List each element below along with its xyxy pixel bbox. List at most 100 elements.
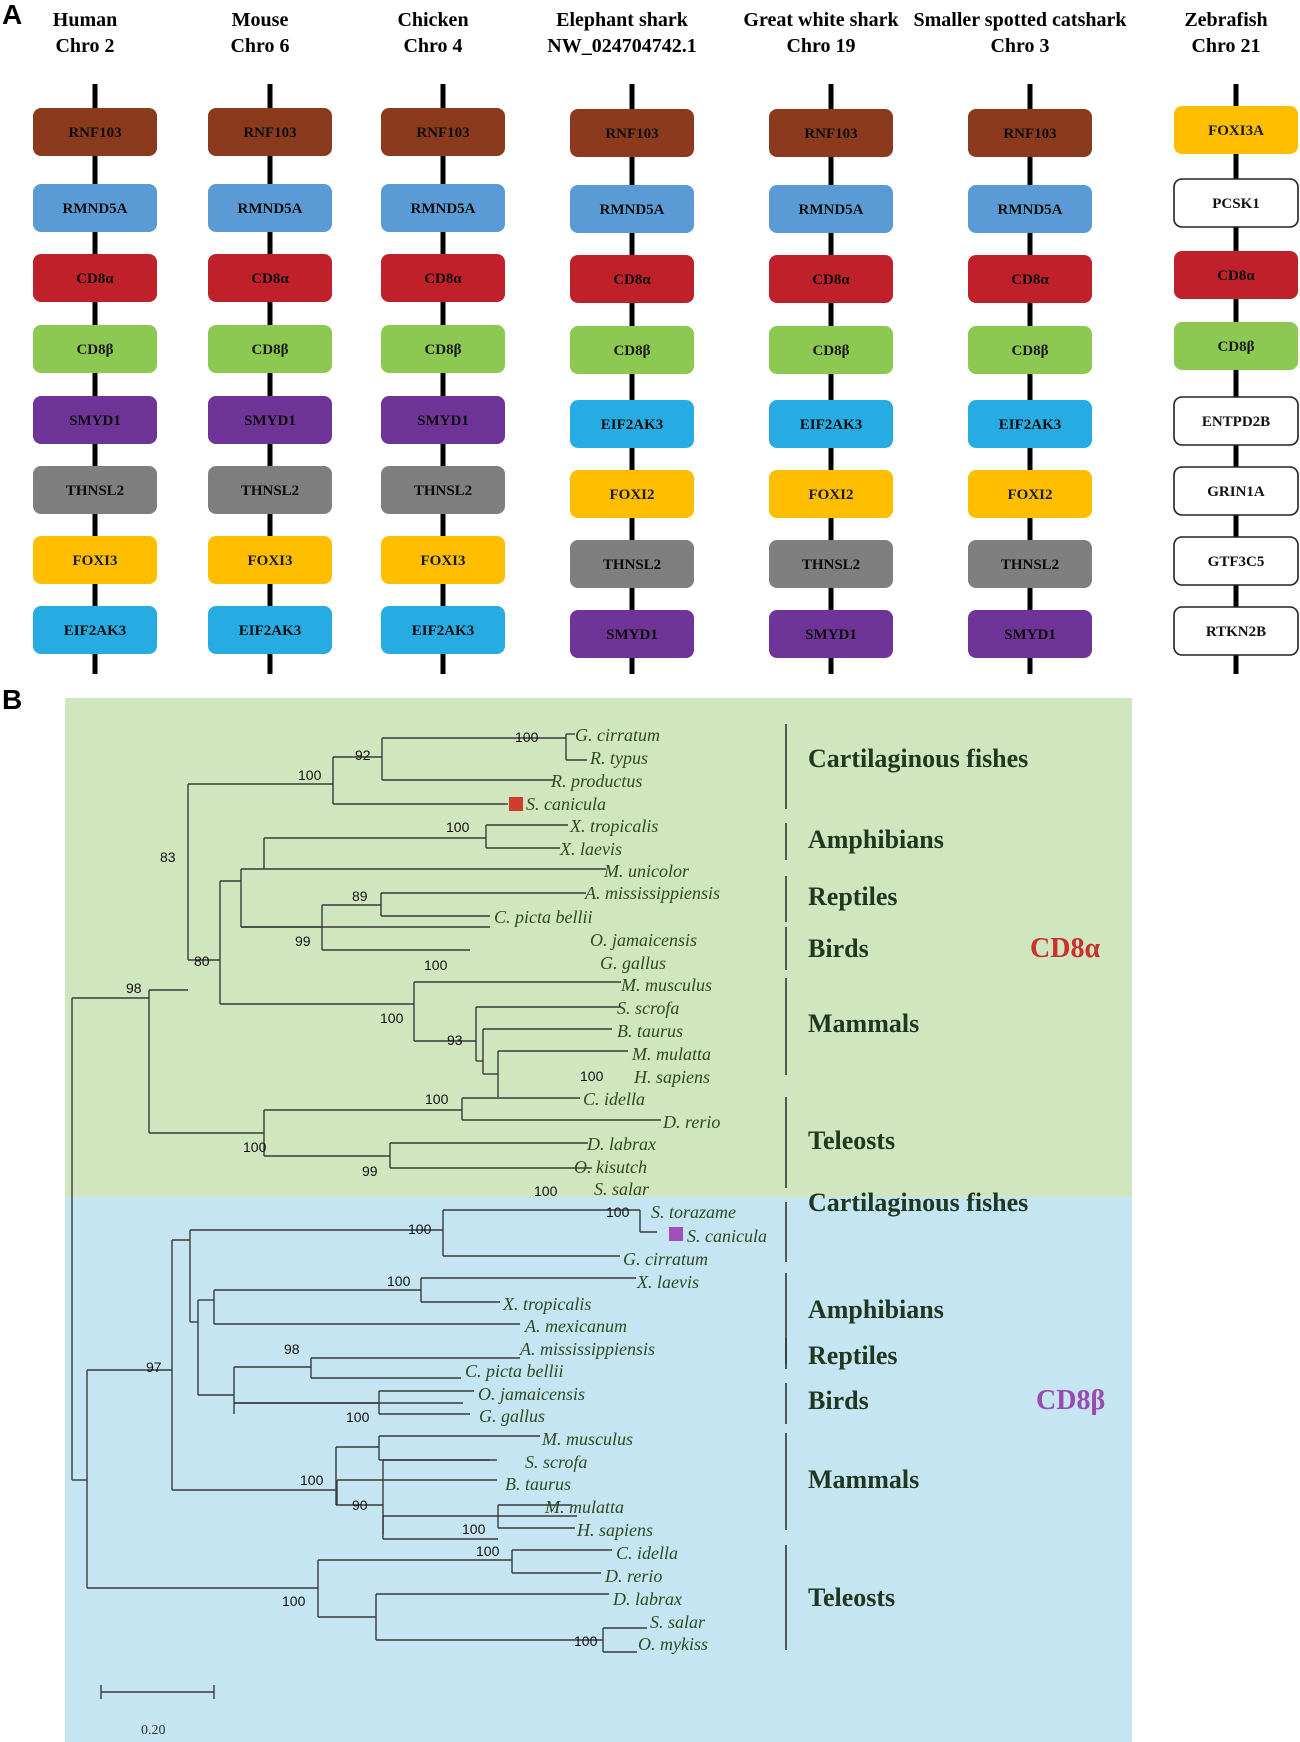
- gene-box: [33, 536, 157, 584]
- gene-label: CD8β: [812, 343, 849, 359]
- chromosome-name: Chro 2: [55, 35, 114, 57]
- gene-label: RTKN2B: [1206, 624, 1266, 640]
- leaf-label: D. labrax: [612, 1589, 682, 1609]
- gene-box: [208, 606, 332, 654]
- clade-label: Amphibians: [808, 825, 944, 854]
- gene-box: [1173, 466, 1299, 516]
- gene-label: RMND5A: [238, 201, 303, 217]
- gene-label: FOXI2: [1008, 487, 1053, 503]
- leaf-label: S. canicula: [687, 1226, 767, 1246]
- gene-box: [208, 108, 332, 156]
- species-name: Elephant shark: [556, 9, 689, 31]
- gene-box: [769, 540, 893, 588]
- bootstrap-value: 100: [476, 1543, 500, 1559]
- gene-box: [208, 466, 332, 514]
- gene-label: THNSL2: [241, 483, 299, 499]
- gene-box: [33, 108, 157, 156]
- leaf-label: O. jamaicensis: [590, 930, 697, 950]
- gene-label: RMND5A: [63, 201, 128, 217]
- gene-box: [570, 185, 694, 233]
- gene-label: CD8β: [1217, 339, 1254, 355]
- species-name: Zebrafish: [1184, 9, 1267, 31]
- gene-label: ENTPD2B: [1202, 414, 1270, 430]
- gene-box: [33, 254, 157, 302]
- gene-label: CD8α: [424, 271, 462, 287]
- clade-labels: Cartilaginous fishesAmphibiansReptilesBi…: [785, 724, 1028, 1650]
- bootstrap-value: 98: [284, 1341, 300, 1357]
- gene-box: [769, 470, 893, 518]
- species-name: Great white shark: [743, 9, 899, 31]
- leaf-label: A. mississippiensis: [584, 883, 720, 903]
- clade-label: Mammals: [808, 1009, 919, 1038]
- gene-label: FOXI2: [809, 487, 854, 503]
- gene-label: RMND5A: [600, 202, 665, 218]
- bootstrap-value: 99: [362, 1163, 378, 1179]
- gene-box: [968, 109, 1092, 157]
- gene-box: [208, 325, 332, 373]
- leaf-label: X. laevis: [636, 1272, 699, 1292]
- gene-label: CD8α: [812, 272, 850, 288]
- leaf-label: C. idella: [616, 1543, 678, 1563]
- gene-box: [381, 466, 505, 514]
- leaf-label: M. unicolor: [603, 861, 690, 881]
- bootstrap-value: 100: [346, 1409, 370, 1425]
- bootstrap-value: 89: [352, 888, 368, 904]
- clade-label: Mammals: [808, 1465, 919, 1494]
- gene-label: EIF2AK3: [800, 417, 863, 433]
- bootstrap-value: 93: [447, 1032, 463, 1048]
- gene-box: [570, 326, 694, 374]
- leaf-label: S. canicula: [526, 794, 606, 814]
- gene-box: [208, 536, 332, 584]
- gene-box: [570, 400, 694, 448]
- species-name: Human: [53, 9, 117, 31]
- chromosome-name: Chro 3: [990, 35, 1049, 57]
- leaf-label: M. mulatta: [544, 1497, 624, 1517]
- gene-label: SMYD1: [606, 627, 658, 643]
- bootstrap-value: 100: [408, 1221, 432, 1237]
- cd8b-background: [65, 1197, 1132, 1742]
- gene-box: [1174, 106, 1298, 154]
- gene-label: SMYD1: [244, 413, 296, 429]
- gene-box: [769, 610, 893, 658]
- panel-letter-b: B: [2, 684, 22, 715]
- cd8b-label: CD8β: [1036, 1385, 1105, 1416]
- gene-box: [570, 540, 694, 588]
- leaf-label: O. jamaicensis: [478, 1384, 585, 1404]
- leaf-label: G. cirratum: [623, 1249, 708, 1269]
- species-name: Mouse: [232, 9, 289, 31]
- gene-label: THNSL2: [802, 557, 860, 573]
- gene-label: RNF103: [243, 125, 296, 141]
- leaf-label: B. taurus: [617, 1021, 683, 1041]
- bootstrap-value: 99: [295, 933, 311, 949]
- leaf-label: M. musculus: [620, 975, 712, 995]
- gene-label: EIF2AK3: [412, 623, 475, 639]
- gene-label: FOXI3: [248, 553, 293, 569]
- scale-bar-label: 0.20: [141, 1723, 166, 1738]
- bootstrap-value: 100: [534, 1183, 558, 1199]
- gene-box: [381, 606, 505, 654]
- leaf-label: R. typus: [589, 748, 648, 768]
- gene-box: [208, 254, 332, 302]
- tree-bootstrap-values: 1009210010083899910080100931009810010099…: [126, 729, 630, 1649]
- leaf-label: B. taurus: [505, 1474, 571, 1494]
- bootstrap-value: 97: [146, 1359, 162, 1375]
- gene-label: PCSK1: [1212, 196, 1260, 212]
- gene-label: RMND5A: [998, 202, 1063, 218]
- leaf-label: M. mulatta: [631, 1044, 711, 1064]
- leaf-label: H. sapiens: [576, 1520, 653, 1540]
- leaf-label: G. gallus: [600, 953, 666, 973]
- gene-box: [33, 606, 157, 654]
- clade-label: Teleosts: [808, 1126, 895, 1155]
- gene-box: [968, 610, 1092, 658]
- leaf-label: S. salar: [594, 1179, 650, 1199]
- gene-box: [968, 540, 1092, 588]
- clade-label: Amphibians: [808, 1295, 944, 1324]
- bootstrap-value: 100: [425, 1091, 449, 1107]
